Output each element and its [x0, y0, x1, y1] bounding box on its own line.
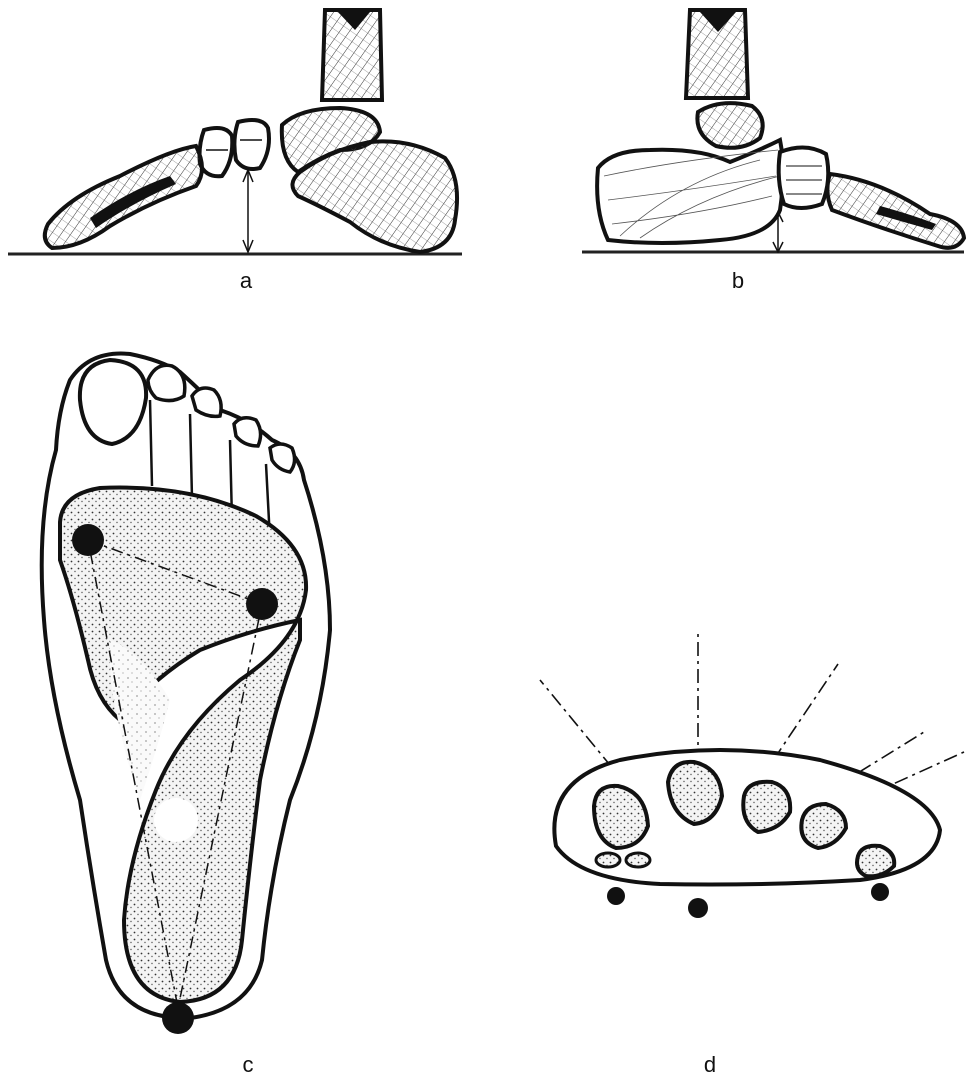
support-point-left: [607, 887, 625, 905]
calcaneus-bone: [597, 140, 783, 243]
panel-b-foot-medial: [582, 10, 964, 252]
panel-label-b: b: [718, 268, 758, 294]
navicular-bone: [234, 120, 269, 169]
metatarsal-bone: [45, 146, 202, 248]
heel-point: [162, 1002, 194, 1034]
panel-label-a: a: [226, 268, 266, 294]
first-metatarsal-point: [72, 524, 104, 556]
panel-c-foot-sole: [42, 354, 330, 1034]
support-point-center: [688, 898, 708, 918]
navicular-bone: [779, 147, 829, 208]
cuneiform-bone: [200, 128, 233, 176]
sesamoid: [626, 853, 650, 867]
talus-bone: [697, 103, 762, 148]
fifth-metatarsal-point: [246, 588, 278, 620]
metatarsal-head-5: [857, 846, 894, 877]
panel-label-c: c: [228, 1052, 268, 1078]
panel-label-d: d: [690, 1052, 730, 1078]
sesamoid: [596, 853, 620, 867]
panel-a-foot-lateral: [8, 10, 462, 254]
toe-3: [192, 388, 221, 416]
heel-highlight: [154, 798, 198, 842]
panel-d-transverse-arch: [540, 634, 964, 918]
toe-2: [148, 365, 185, 400]
support-point-right: [871, 883, 889, 901]
